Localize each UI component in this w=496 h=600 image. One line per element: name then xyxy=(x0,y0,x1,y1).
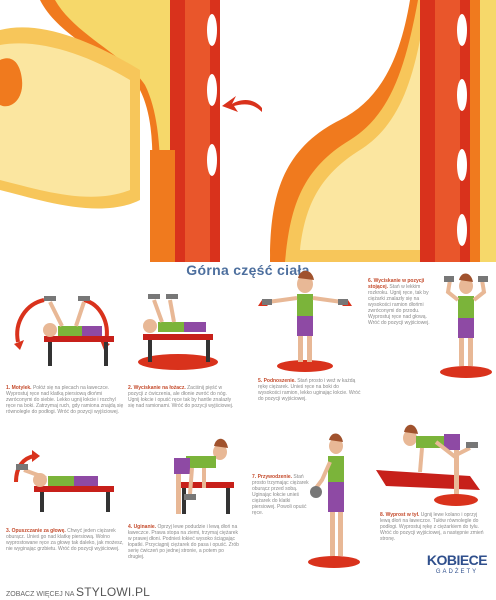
breast-anatomy-illustration xyxy=(0,0,496,262)
exercise-2-caption: 2. Wyciskanie na łożacz. Zaciśnij pięść … xyxy=(128,385,238,435)
exercise-2-illustration xyxy=(128,282,228,382)
exercise-8-caption: 8. Wyprost w tył. Ugnij lewe kolano i op… xyxy=(380,512,488,552)
exercise-2-name: Wyciskanie na łożacz. xyxy=(133,385,186,391)
exercise-2-number: 2. xyxy=(128,385,133,391)
exercise-6-text: Stań w lekkim rozkroku. Ugnij ręce, tak … xyxy=(368,284,430,326)
exercise-2-text: Zaciśnij pięść w pozycji z ćwiczenia, al… xyxy=(128,385,234,409)
exercise-4-illustration xyxy=(128,432,238,522)
logo-line1: KOBIECE xyxy=(426,552,488,568)
section-title: Górna część ciała xyxy=(186,262,310,278)
exercise-4-caption: 4. Uginanie. Oprzyj lewe podudzie i lewą… xyxy=(128,524,240,572)
exercise-6-number: 6. xyxy=(368,278,373,284)
exercise-6-caption: 6. Wyciskanie w pozycji stojącej. Stań w… xyxy=(368,278,436,368)
exercise-5-name: Podnoszenie. xyxy=(263,378,296,384)
exercise-3-text: Chwyć jeden ciężarek oburącz. Unieś go n… xyxy=(6,528,124,552)
exercise-5-caption: 5. Podnoszenie. Stań prosto i weź w każd… xyxy=(258,378,362,418)
footer-prefix: ZOBACZ WIĘCEJ NA xyxy=(6,591,75,598)
footer-link[interactable]: ZOBACZ WIĘCEJ NA STYLOWI.PL xyxy=(6,585,150,599)
footer-brand: STYLOWI.PL xyxy=(76,585,151,599)
exercise-3-number: 3. xyxy=(6,528,11,534)
exercise-7-number: 7. xyxy=(252,474,257,480)
exercise-4-number: 4. xyxy=(128,524,133,530)
exercise-7-name: Przywodzenie. xyxy=(257,474,293,480)
exercise-4-text: Oprzyj lewe podudzie i lewą dłoń na ławe… xyxy=(128,524,239,560)
kobiece-gadzety-logo: KOBIECE GADŻETY xyxy=(424,552,490,582)
exercise-8-text: Ugnij lewe kolano i oprzyj lewą dłoń na … xyxy=(380,512,484,542)
exercise-5-text: Stań prosto i weź w każdą rękę ciężarek.… xyxy=(258,378,361,402)
header-illustration xyxy=(0,0,496,262)
exercise-1-illustration xyxy=(6,282,126,382)
exercise-3-name: Opuszczanie za głowę. xyxy=(11,528,66,534)
exercise-7-illustration xyxy=(304,432,364,572)
exercise-1-number: 1. xyxy=(6,385,11,391)
exercise-8-name: Wyprost w tył. xyxy=(385,512,420,518)
exercise-5-illustration xyxy=(250,266,360,376)
exercise-8-illustration xyxy=(370,420,490,510)
logo-line2: GADŻETY xyxy=(435,569,479,575)
exercise-3-illustration xyxy=(6,442,126,522)
exercise-6-name: Wyciskanie w pozycji stojącej. xyxy=(368,278,425,290)
exercise-6-illustration xyxy=(436,270,494,382)
exercise-3-caption: 3. Opuszczanie za głowę. Chwyć jeden cię… xyxy=(6,528,124,572)
exercise-8-number: 8. xyxy=(380,512,385,518)
exercise-4-name: Uginanie. xyxy=(133,524,157,530)
exercise-5-number: 5. xyxy=(258,378,263,384)
exercise-7-text: Stań prosto trzymając ciężarek oburącz p… xyxy=(252,474,309,516)
exercise-7-caption: 7. Przywodzenie. Stań prosto trzymając c… xyxy=(252,474,314,558)
exercise-1-caption: 1. Motylek. Połóż się na plecach na ławe… xyxy=(6,385,124,435)
exercise-1-text: Połóż się na plecach na ławeczce. Wypros… xyxy=(6,385,124,415)
exercise-1-name: Motylek. xyxy=(11,385,32,391)
